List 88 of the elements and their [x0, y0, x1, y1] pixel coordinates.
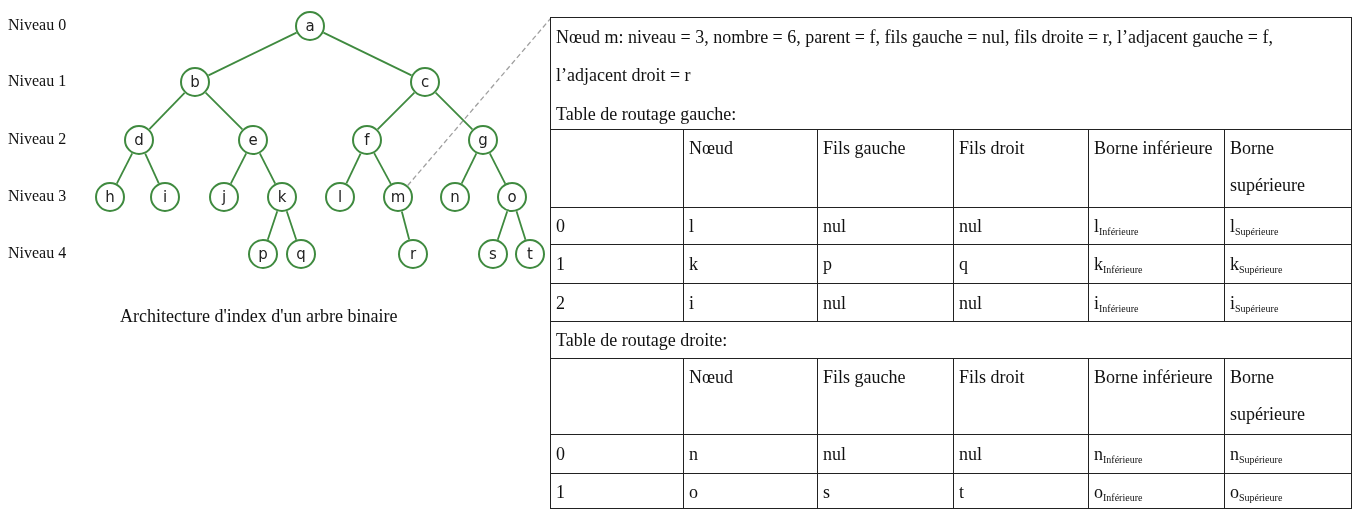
- level-label: Niveau 0: [8, 16, 67, 34]
- column-header: Nœud: [684, 359, 818, 435]
- level-label: Niveau 3: [8, 187, 67, 205]
- tree-node-circle: i: [150, 182, 180, 212]
- tree-node-circle: t: [515, 239, 545, 269]
- tree-node-circle: p: [248, 239, 278, 269]
- table-cell: n$_{Inférieure}$: [1089, 435, 1225, 474]
- tree-node-circle: c: [410, 67, 440, 97]
- tree-edge: [322, 31, 413, 77]
- level-label: Niveau 2: [8, 130, 67, 148]
- tree-edge: [496, 210, 509, 241]
- tree-edge: [204, 91, 244, 131]
- column-header: Fils gauche: [818, 359, 954, 435]
- tree-edge: [373, 152, 392, 185]
- table-cell: 0: [551, 435, 684, 474]
- table-cell: l$_{Supérieure}$: [1225, 208, 1352, 245]
- tree-edge: [266, 210, 279, 241]
- table-cell: k: [684, 245, 818, 284]
- tree-edge: [285, 210, 298, 241]
- table-cell: i: [684, 284, 818, 322]
- tree-edge: [229, 152, 248, 185]
- column-header: Fils gauche: [818, 130, 954, 208]
- table-cell: s: [818, 474, 954, 509]
- table-cell: 2: [551, 284, 684, 322]
- tree-node-circle: r: [398, 239, 428, 269]
- tree-node-circle: a: [295, 11, 325, 41]
- caption: Architecture d'index d'un arbre binaire: [120, 306, 398, 327]
- table-cell: 0: [551, 208, 684, 245]
- tree-edge: [400, 210, 411, 241]
- table-title: Table de routage droite:: [551, 322, 1352, 359]
- table-cell: k$_{Supérieure}$: [1225, 245, 1352, 284]
- tree-node-circle: m: [383, 182, 413, 212]
- node-description: Nœud m: niveau = 3, nombre = 6, parent = f, fils gauche = nul, fils droite = r, l’adjacent gauche = f, l’adjacent droit = r: [555, 26, 1274, 87]
- column-header: Nœud: [684, 130, 818, 208]
- table-cell: t: [954, 474, 1089, 509]
- table-cell: nul: [818, 208, 954, 245]
- column-header: Borne inférieure: [1089, 359, 1225, 435]
- tree-node-circle: g: [468, 125, 498, 155]
- tree-edge: [434, 91, 474, 131]
- tree-node-circle: e: [238, 125, 268, 155]
- table-cell: l: [684, 208, 818, 245]
- table-cell: i$_{Inférieure}$: [1089, 284, 1225, 322]
- table-cell: i$_{Supérieure}$: [1225, 284, 1352, 322]
- tree-node-circle: n: [440, 182, 470, 212]
- table-cell: nul: [818, 284, 954, 322]
- table-cell: o$_{Supérieure}$: [1225, 474, 1352, 509]
- table-cell: q: [954, 245, 1089, 284]
- tree-node-circle: h: [95, 182, 125, 212]
- tree-edge: [258, 152, 277, 185]
- routing-table: [550, 17, 1352, 509]
- leader-line: [407, 17, 552, 187]
- tree-edge: [488, 152, 507, 185]
- level-label: Niveau 1: [8, 72, 67, 90]
- tree-edge: [207, 31, 298, 77]
- tree-node-circle: q: [286, 239, 316, 269]
- column-header: Borne inférieure: [1089, 130, 1225, 208]
- column-header: Fils droit: [954, 359, 1089, 435]
- tree-node-circle: k: [267, 182, 297, 212]
- table-cell: n$_{Supérieure}$: [1225, 435, 1352, 474]
- table-cell: l$_{Inférieure}$: [1089, 208, 1225, 245]
- tree-edge: [144, 152, 160, 185]
- table-cell: k$_{Inférieure}$: [1089, 245, 1225, 284]
- tree-node-circle: l: [325, 182, 355, 212]
- table-cell: o: [684, 474, 818, 509]
- tree-node-circle: o: [497, 182, 527, 212]
- table-cell: p: [818, 245, 954, 284]
- table-cell: 1: [551, 245, 684, 284]
- tree-edge: [460, 152, 478, 185]
- tree-edge: [115, 152, 134, 185]
- table-cell: nul: [818, 435, 954, 474]
- table-cell: 1: [551, 474, 684, 509]
- table-cell: nul: [954, 435, 1089, 474]
- level-label: Niveau 4: [8, 244, 67, 262]
- tree-edge: [515, 210, 527, 241]
- tree-edge: [345, 152, 362, 185]
- table-cell: nul: [954, 284, 1089, 322]
- table-title: Table de routage gauche:: [551, 96, 1352, 130]
- tree-node-circle: f: [352, 125, 382, 155]
- tree-node-circle: s: [478, 239, 508, 269]
- tree-edge: [376, 91, 416, 131]
- table-cell: o$_{Inférieure}$: [1089, 474, 1225, 509]
- tree-edge: [148, 91, 186, 131]
- column-header: Fils droit: [954, 130, 1089, 208]
- tree-node-circle: d: [124, 125, 154, 155]
- table-cell: n: [684, 435, 818, 474]
- tree-node-circle: j: [209, 182, 239, 212]
- tree-node-circle: b: [180, 67, 210, 97]
- table-cell: nul: [954, 208, 1089, 245]
